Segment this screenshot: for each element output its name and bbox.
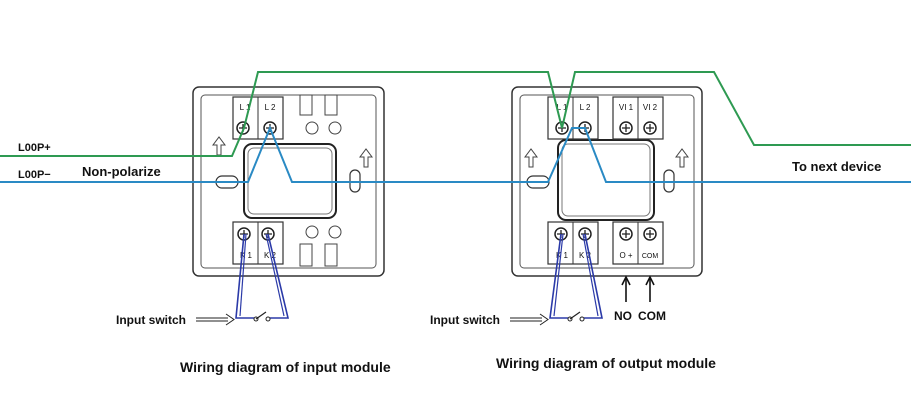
loop-minus-wire — [0, 125, 911, 183]
output-terminal-o-plus: O + — [619, 251, 632, 260]
non-polarize-label: Non-polarize — [82, 164, 161, 179]
arrow-right-icon — [510, 313, 549, 326]
to-next-device-label: To next device — [792, 159, 881, 174]
output-terminal-k2: K 2 — [579, 251, 592, 260]
input-switch-label-right: Input switch — [430, 313, 500, 327]
loop-plus-label: L00P+ — [18, 142, 51, 154]
arrow-right-icon — [196, 313, 235, 326]
input-bottom-terminal-block: K 1 K 2 — [232, 221, 284, 265]
input-switch-wire — [265, 233, 285, 317]
switch-contact-icon — [567, 311, 585, 322]
output-terminal-vi1: VI 1 — [619, 103, 634, 112]
arrow-up-icon — [621, 275, 631, 302]
output-switch-wire — [549, 233, 568, 319]
output-module-caption: Wiring diagram of output module — [496, 355, 716, 371]
input-switch-wire — [267, 233, 290, 319]
output-terminal-com: COM — [642, 253, 659, 260]
arrow-up-icon — [645, 275, 655, 302]
output-terminal-vi2: VI 2 — [643, 103, 658, 112]
output-switch-wire — [553, 233, 564, 317]
input-terminal-l1: L 1 — [240, 103, 251, 112]
output-terminal-k1: K 1 — [556, 251, 569, 260]
input-terminal-k1: K 1 — [240, 251, 253, 260]
switch-contact-icon — [253, 311, 271, 322]
com-label: COM — [638, 309, 666, 323]
no-label: NO — [614, 309, 632, 323]
input-switch-wire — [239, 233, 247, 317]
output-relay-terminal-block: O + COM — [612, 221, 664, 265]
output-switch-wire — [584, 233, 603, 319]
input-switch-label-left: Input switch — [116, 313, 186, 327]
loop-plus-wire — [0, 71, 911, 157]
output-terminal-l2: L 2 — [580, 103, 591, 112]
loop-minus-label: L00P− — [18, 169, 51, 181]
input-switch-wire — [235, 233, 254, 319]
output-vi-terminal-block: VI 1 VI 2 — [612, 96, 664, 140]
output-bottom-terminal-block: K 1 K 2 — [547, 221, 599, 265]
input-module-caption: Wiring diagram of input module — [180, 359, 391, 375]
input-terminal-l2: L 2 — [265, 103, 276, 112]
output-switch-wire — [582, 233, 599, 317]
input-top-terminal-block: L 1 L 2 — [232, 96, 284, 140]
output-terminal-l1: L 1 — [557, 103, 568, 112]
